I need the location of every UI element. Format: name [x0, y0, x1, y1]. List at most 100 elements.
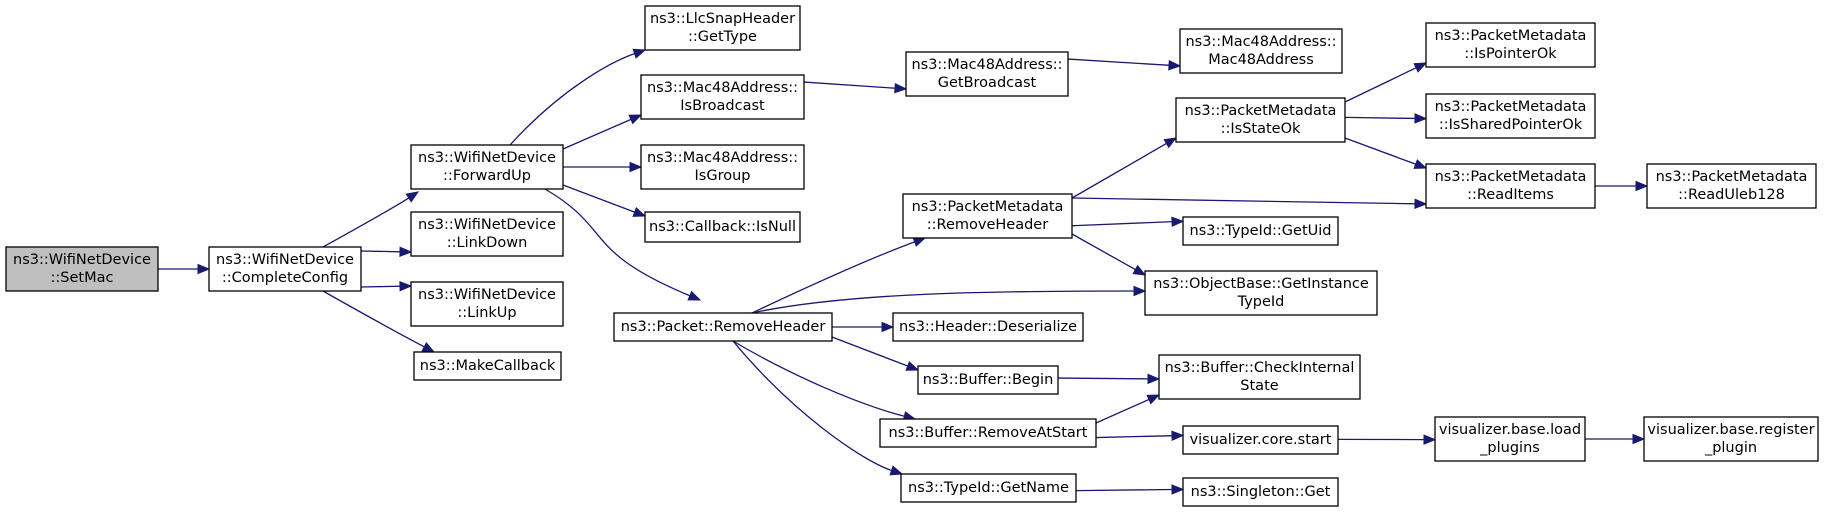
- node-label-line: ns3::PacketMetadata: [912, 199, 1064, 215]
- node-removeatstart[interactable]: ns3::Buffer::RemoveAtStart: [879, 418, 1097, 448]
- node-label-line: ns3::WifiNetDevice: [13, 252, 151, 268]
- node-forwardup[interactable]: ns3::WifiNetDevice::ForwardUp: [410, 144, 564, 190]
- node-label-line: visualizer.core.start: [1190, 432, 1332, 448]
- call-edge-completeconfig-to-linkup: [360, 280, 413, 292]
- node-label-line: visualizer.base.register: [1647, 422, 1814, 438]
- node-box: [1182, 216, 1339, 246]
- node-label-line: ::RemoveHeader: [927, 217, 1048, 233]
- node-box: [1425, 93, 1596, 139]
- node-label-line: ::IsSharedPointerOk: [1439, 117, 1583, 133]
- node-label-line: ns3::ObjectBase::GetInstance: [1153, 276, 1369, 292]
- node-label-line: ns3::TypeId::GetName: [908, 480, 1069, 496]
- node-box: [892, 312, 1084, 342]
- node-isbroadcast[interactable]: ns3::Mac48Address::IsBroadcast: [640, 74, 805, 120]
- call-edge-packetremoveheader-to-deserialize: [832, 321, 895, 333]
- node-linkdown[interactable]: ns3::WifiNetDevice::LinkDown: [410, 211, 564, 257]
- node-label-line: Mac48Address: [1208, 52, 1314, 68]
- call-edge-readitems-to-readuleb128: [1595, 180, 1649, 192]
- node-label-line: IsBroadcast: [680, 98, 765, 114]
- node-label-line: _plugin: [1704, 440, 1757, 456]
- node-readitems[interactable]: ns3::PacketMetadata::ReadItems: [1425, 163, 1596, 209]
- node-label-line: ns3::WifiNetDevice: [418, 150, 556, 166]
- node-loadplugins[interactable]: visualizer.base.load_plugins: [1434, 416, 1586, 462]
- call-edge-isstateok-to-ispointerok: [1344, 62, 1428, 103]
- call-edge-removeatstart-to-corestart: [1095, 430, 1185, 441]
- node-label-line: ::IsPointerOk: [1464, 46, 1557, 62]
- node-box: [905, 51, 1069, 97]
- node-box: [644, 211, 801, 243]
- node-label-line: ns3::PacketMetadata: [1435, 28, 1587, 44]
- node-isstateok[interactable]: ns3::PacketMetadata::IsStateOk: [1175, 97, 1346, 143]
- node-label-line: ns3::Header::Deserialize: [899, 319, 1077, 335]
- node-pmremoveheader[interactable]: ns3::PacketMetadata::RemoveHeader: [902, 193, 1073, 239]
- node-label-line: ns3::Mac48Address::: [647, 150, 798, 166]
- node-label-line: ns3::PacketMetadata: [1656, 169, 1808, 185]
- node-completeconfig[interactable]: ns3::WifiNetDevice::CompleteConfig: [208, 246, 362, 292]
- call-edge-pmremoveheader-to-isstateok: [1071, 137, 1178, 199]
- node-ispointerok[interactable]: ns3::PacketMetadata::IsPointerOk: [1425, 22, 1596, 68]
- node-box: [613, 312, 833, 342]
- call-nodes: ns3::WifiNetDevice::SetMacns3::WifiNetDe…: [5, 5, 1819, 507]
- node-mac48address[interactable]: ns3::Mac48Address::Mac48Address: [1179, 28, 1343, 74]
- node-label-line: ns3::PacketMetadata: [1435, 169, 1587, 185]
- node-box: [1182, 477, 1339, 507]
- call-edge-bufferbegin-to-checkinternalstate: [1057, 373, 1161, 385]
- node-label-line: ::SetMac: [51, 270, 114, 286]
- node-label-line: State: [1240, 378, 1278, 394]
- node-box: [208, 246, 362, 292]
- node-getbroadcast[interactable]: ns3::Mac48Address::GetBroadcast: [905, 51, 1069, 97]
- node-box: [879, 418, 1097, 448]
- node-getuid[interactable]: ns3::TypeId::GetUid: [1182, 216, 1339, 246]
- call-edge-forwardup-to-packetremoveheader: [544, 188, 702, 301]
- node-label-line: visualizer.base.load: [1439, 422, 1581, 438]
- node-box: [410, 281, 564, 327]
- node-label-line: ns3::WifiNetDevice: [418, 287, 556, 303]
- node-label-line: ns3::Mac48Address::: [911, 57, 1062, 73]
- node-label-line: IsGroup: [695, 168, 751, 184]
- node-label-line: ns3::Callback::IsNull: [649, 219, 796, 235]
- node-isgroup[interactable]: ns3::Mac48Address::IsGroup: [640, 144, 805, 190]
- node-label-line: ns3::PacketMetadata: [1435, 99, 1587, 115]
- node-setmac: ns3::WifiNetDevice::SetMac: [5, 246, 159, 292]
- call-edge-completeconfig-to-linkdown: [360, 246, 413, 258]
- node-label-line: ns3::Singleton::Get: [1191, 484, 1331, 500]
- call-edge-completeconfig-to-forwardup: [322, 191, 420, 248]
- node-label-line: ns3::PacketMetadata: [1185, 103, 1337, 119]
- call-edge-loadplugins-to-registerplugin: [1585, 433, 1646, 445]
- node-packetremoveheader[interactable]: ns3::Packet::RemoveHeader: [613, 312, 833, 342]
- node-deserialize[interactable]: ns3::Header::Deserialize: [892, 312, 1084, 342]
- call-edge-removeatstart-to-checkinternalstate: [1095, 394, 1161, 424]
- node-linkup[interactable]: ns3::WifiNetDevice::LinkUp: [410, 281, 564, 327]
- node-singletonget[interactable]: ns3::Singleton::Get: [1182, 477, 1339, 507]
- call-edge-corestart-to-loadplugins: [1337, 434, 1437, 445]
- node-typeidgetname[interactable]: ns3::TypeId::GetName: [900, 473, 1077, 503]
- node-box: [413, 351, 562, 381]
- node-box: [902, 193, 1073, 239]
- node-label-line: TypeId: [1237, 294, 1285, 310]
- node-corestart[interactable]: visualizer.core.start: [1182, 425, 1339, 455]
- node-label-line: ns3::Buffer::Begin: [923, 372, 1054, 388]
- call-edge-packetremoveheader-to-typeidgetname: [732, 340, 904, 476]
- node-box: [917, 365, 1059, 395]
- node-readuleb128[interactable]: ns3::PacketMetadata::ReadUleb128: [1646, 163, 1817, 209]
- node-label-line: ::LinkDown: [447, 235, 528, 251]
- node-registerplugin[interactable]: visualizer.base.register _plugin: [1643, 416, 1819, 462]
- call-edge-forwardup-to-isnull: [562, 184, 647, 217]
- node-label-line: ns3::LlcSnapHeader: [650, 11, 795, 27]
- node-box: [1643, 416, 1819, 462]
- node-llcsnap[interactable]: ns3::LlcSnapHeader::GetType: [644, 5, 801, 51]
- node-label-line: ::GetType: [688, 29, 757, 45]
- node-box: [1158, 354, 1361, 400]
- node-makecallback[interactable]: ns3::MakeCallback: [413, 351, 562, 381]
- call-edge-packetremoveheader-to-removeatstart: [732, 340, 917, 422]
- call-edge-pmremoveheader-to-getuid: [1071, 216, 1185, 227]
- node-box: [1646, 163, 1817, 209]
- node-label-line: ns3::Buffer::CheckInternal: [1165, 360, 1355, 376]
- node-label-line: ::ReadUleb128: [1678, 187, 1785, 203]
- node-issharedpointerok[interactable]: ns3::PacketMetadata::IsSharedPointerOk: [1425, 93, 1596, 139]
- node-bufferbegin[interactable]: ns3::Buffer::Begin: [917, 365, 1059, 395]
- node-isnull[interactable]: ns3::Callback::IsNull: [644, 211, 801, 243]
- call-edge-forwardup-to-isbroadcast: [562, 114, 643, 150]
